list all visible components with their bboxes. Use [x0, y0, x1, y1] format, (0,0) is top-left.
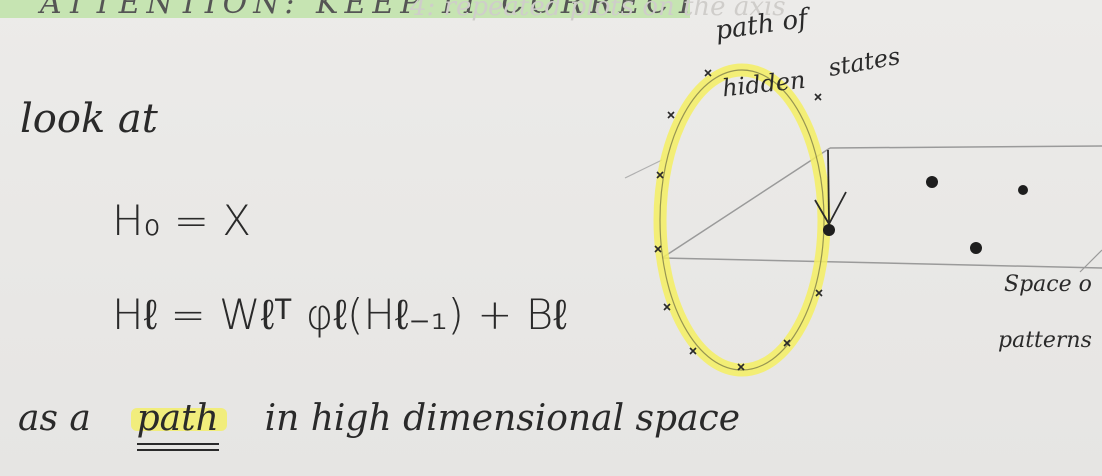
path-tick-marks: [654, 69, 823, 371]
bleed-through-text: 4: repeated plots on the axis: [410, 0, 786, 22]
highlighted-path-word: path: [130, 398, 227, 451]
current-state-dot: [823, 224, 835, 236]
path-highlight-ellipse: [653, 63, 831, 377]
plane-line-bottom: [661, 257, 1102, 269]
underline-2: [136, 449, 219, 451]
plane-line-right: [1079, 249, 1102, 273]
top-heading: ATTENTION: KEEP IT CORRECT: [40, 0, 701, 21]
label-patterns: patterns: [998, 328, 1092, 353]
pattern-dot-3: [970, 242, 982, 254]
label-space: Space o: [1004, 272, 1092, 297]
bottom-sentence: as a path in high dimensional space: [18, 398, 740, 451]
bottom-prefix: as a: [18, 398, 91, 439]
plane-line-diagonal: [661, 147, 831, 259]
pattern-dot-1: [926, 176, 938, 188]
equation-h0: H₀ = X: [112, 196, 252, 245]
underline-1: [136, 443, 219, 445]
plane-line-left: [624, 159, 663, 179]
look-at-text: look at: [20, 96, 158, 142]
pattern-dot-2: [1018, 185, 1028, 195]
top-highlight-band: [0, 0, 690, 18]
yellow-highlight: [130, 408, 227, 431]
plane-line-top: [829, 145, 1102, 149]
arrow-shaft: [827, 149, 830, 223]
path-word-text: path: [136, 398, 219, 439]
bottom-suffix: in high dimensional space: [264, 398, 740, 439]
path-ink-ellipse: [659, 69, 825, 371]
equation-hl: Hℓ = Wℓᵀ φℓ(Hℓ₋₁) + Bℓ: [112, 290, 567, 339]
